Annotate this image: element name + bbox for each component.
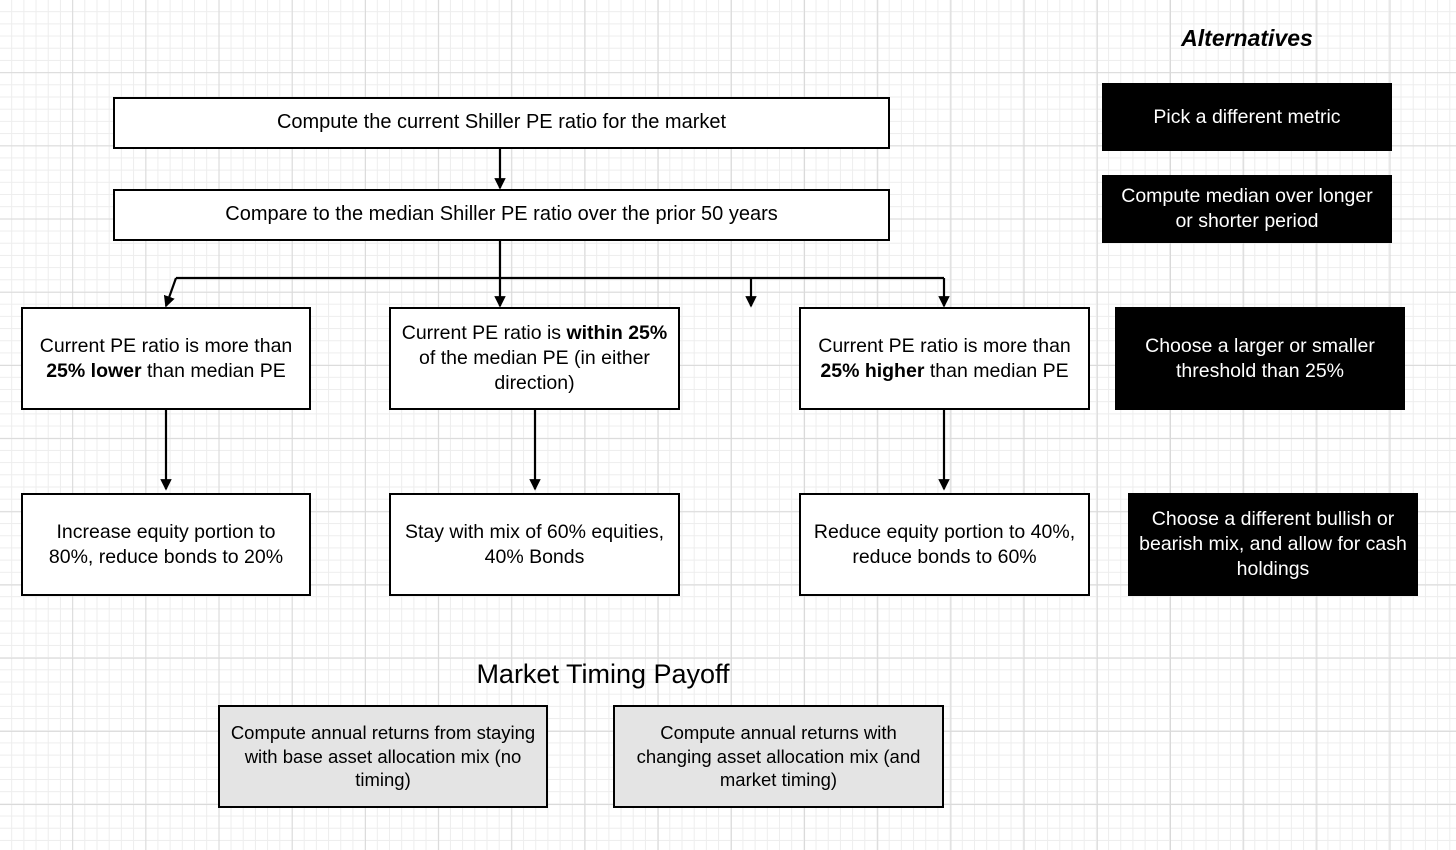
alternative-item-3-label: Choose a larger or smaller threshold tha… [1145,334,1375,382]
branch-action-3-box[interactable]: Reduce equity portion to 40%, reduce bon… [799,493,1090,596]
alternative-item-3-box[interactable]: Choose a larger or smaller threshold tha… [1115,307,1405,410]
payoff-item-1-box[interactable]: Compute annual returns from staying with… [218,705,548,808]
payoff-item-1-label: Compute annual returns from staying with… [230,721,536,791]
alternative-item-2-label: Compute median over longer or shorter pe… [1121,185,1373,232]
alternative-item-4-box[interactable]: Choose a different bullish or bearish mi… [1128,493,1418,596]
branch-condition-1-box[interactable]: Current PE ratio is more than 25% lower … [21,307,311,410]
branch-action-1-box[interactable]: Increase equity portion to 80%, reduce b… [21,493,311,596]
branch-action-3-label: Reduce equity portion to 40%, reduce bon… [813,520,1076,568]
branch-condition-2-label: Current PE ratio is within 25% of the me… [401,322,668,394]
branch-condition-2-box[interactable]: Current PE ratio is within 25% of the me… [389,307,680,410]
alternatives-heading: Alternatives [1181,25,1313,51]
connector-bus-branch-1 [163,277,178,308]
alternative-item-1-label: Pick a different metric [1153,105,1341,128]
alternative-item-2-box[interactable]: Compute median over longer or shorter pe… [1102,175,1392,243]
flow-step-1-box[interactable]: Compute the current Shiller PE ratio for… [113,97,890,149]
payoff-heading: Market Timing Payoff [476,659,730,689]
payoff-item-2-label: Compute annual returns with changing ass… [636,721,921,791]
branch-condition-1-label: Current PE ratio is more than 25% lower … [39,334,293,382]
alternative-item-1-box[interactable]: Pick a different metric [1102,83,1392,151]
flow-step-2-label: Compare to the median Shiller PE ratio o… [225,203,778,226]
alternative-item-4-label: Choose a different bullish or bearish mi… [1139,508,1407,580]
branch-action-2-label: Stay with mix of 60% equities, 40% Bonds [404,520,665,568]
branch-condition-3-box[interactable]: Current PE ratio is more than 25% higher… [799,307,1090,410]
branch-action-1-label: Increase equity portion to 80%, reduce b… [48,520,284,568]
branch-action-2-box[interactable]: Stay with mix of 60% equities, 40% Bonds [389,493,680,596]
flow-step-1-label: Compute the current Shiller PE ratio for… [276,111,727,134]
payoff-item-2-box[interactable]: Compute annual returns with changing ass… [613,705,944,808]
branch-condition-3-label: Current PE ratio is more than 25% higher… [818,334,1071,382]
flow-step-2-box[interactable]: Compare to the median Shiller PE ratio o… [113,189,890,241]
